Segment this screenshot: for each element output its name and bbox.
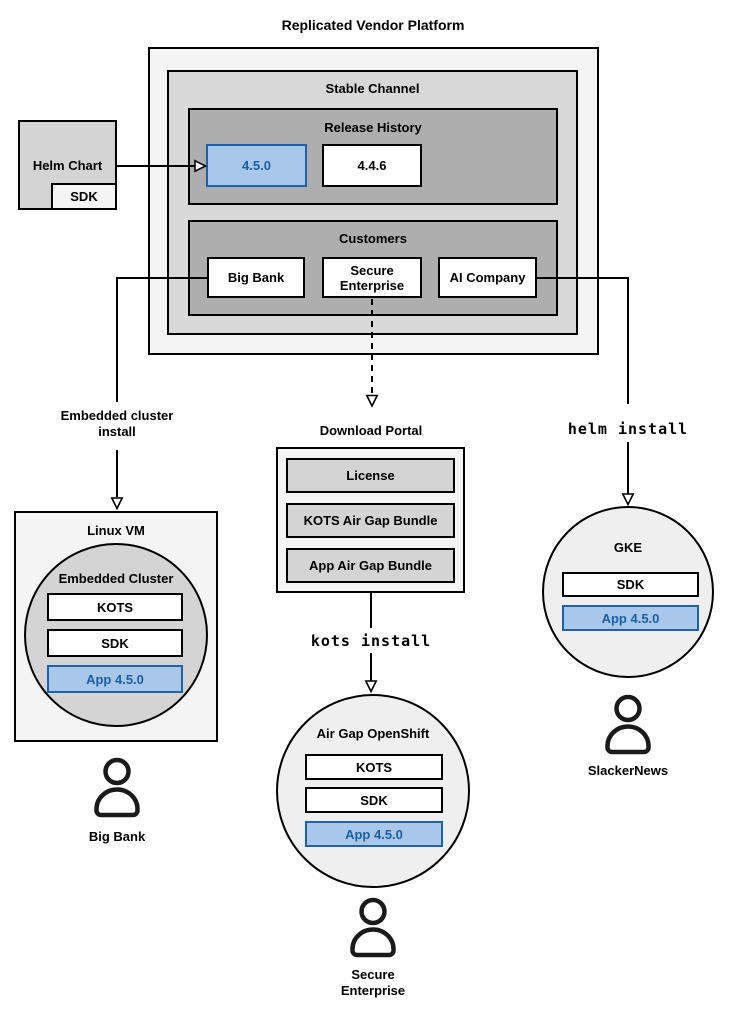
download-portal-box: License KOTS Air Gap Bundle App Air Gap …: [276, 447, 465, 593]
helm-chart-sdk-box: SDK: [51, 183, 117, 210]
person-icon: [608, 697, 649, 752]
helm-chart-box: Helm Chart SDK: [18, 120, 117, 210]
helm-chart-label: Helm Chart: [32, 158, 103, 173]
persona-label-slackernews: SlackerNews: [587, 763, 669, 778]
stable-channel-title: Stable Channel: [325, 81, 420, 96]
embedded-cluster-circle: Embedded Cluster KOTS SDK App 4.5.0: [24, 543, 208, 727]
release-version-446: 4.4.6: [322, 144, 422, 187]
helm-install-command: helm install: [567, 420, 689, 438]
release-history-title: Release History: [324, 120, 422, 135]
embedded-cluster-title: Embedded Cluster: [58, 571, 174, 586]
airgap-openshift-circle: Air Gap OpenShift KOTS SDK App 4.5.0: [276, 694, 470, 888]
portal-item-kots-bundle: KOTS Air Gap Bundle: [286, 503, 455, 538]
persona-label-big-bank: Big Bank: [88, 829, 146, 844]
linux-vm-box: Linux VM Embedded Cluster KOTS SDK App 4…: [14, 511, 218, 742]
component-app-version: App 4.5.0: [562, 605, 699, 631]
diagram-title: Replicated Vendor Platform: [281, 17, 465, 33]
component-app-version: App 4.5.0: [305, 821, 443, 847]
portal-item-app-bundle: App Air Gap Bundle: [286, 548, 455, 583]
customer-ai-company: AI Company: [438, 257, 537, 298]
kots-install-command: kots install: [310, 632, 432, 650]
download-portal-title: Download Portal: [319, 423, 423, 438]
embedded-install-arrow-label: Embedded cluster install: [60, 408, 174, 439]
customer-big-bank: Big Bank: [207, 257, 305, 298]
portal-item-license: License: [286, 458, 455, 493]
linux-vm-title: Linux VM: [87, 523, 145, 538]
gke-circle: GKE SDK App 4.5.0: [542, 506, 714, 678]
person-icon: [97, 760, 138, 815]
gke-title: GKE: [613, 540, 643, 555]
airgap-openshift-title: Air Gap OpenShift: [316, 726, 430, 741]
component-sdk: SDK: [305, 787, 443, 813]
component-kots: KOTS: [305, 754, 443, 780]
component-app-version: App 4.5.0: [47, 665, 183, 693]
persona-label-secure-enterprise: Secure Enterprise: [340, 967, 406, 998]
customers-title: Customers: [339, 231, 407, 246]
customer-secure-enterprise: Secure Enterprise: [322, 257, 422, 298]
component-sdk: SDK: [562, 572, 699, 597]
release-version-450: 4.5.0: [206, 144, 307, 187]
person-icon: [353, 900, 394, 955]
component-sdk: SDK: [47, 629, 183, 657]
component-kots: KOTS: [47, 593, 183, 621]
